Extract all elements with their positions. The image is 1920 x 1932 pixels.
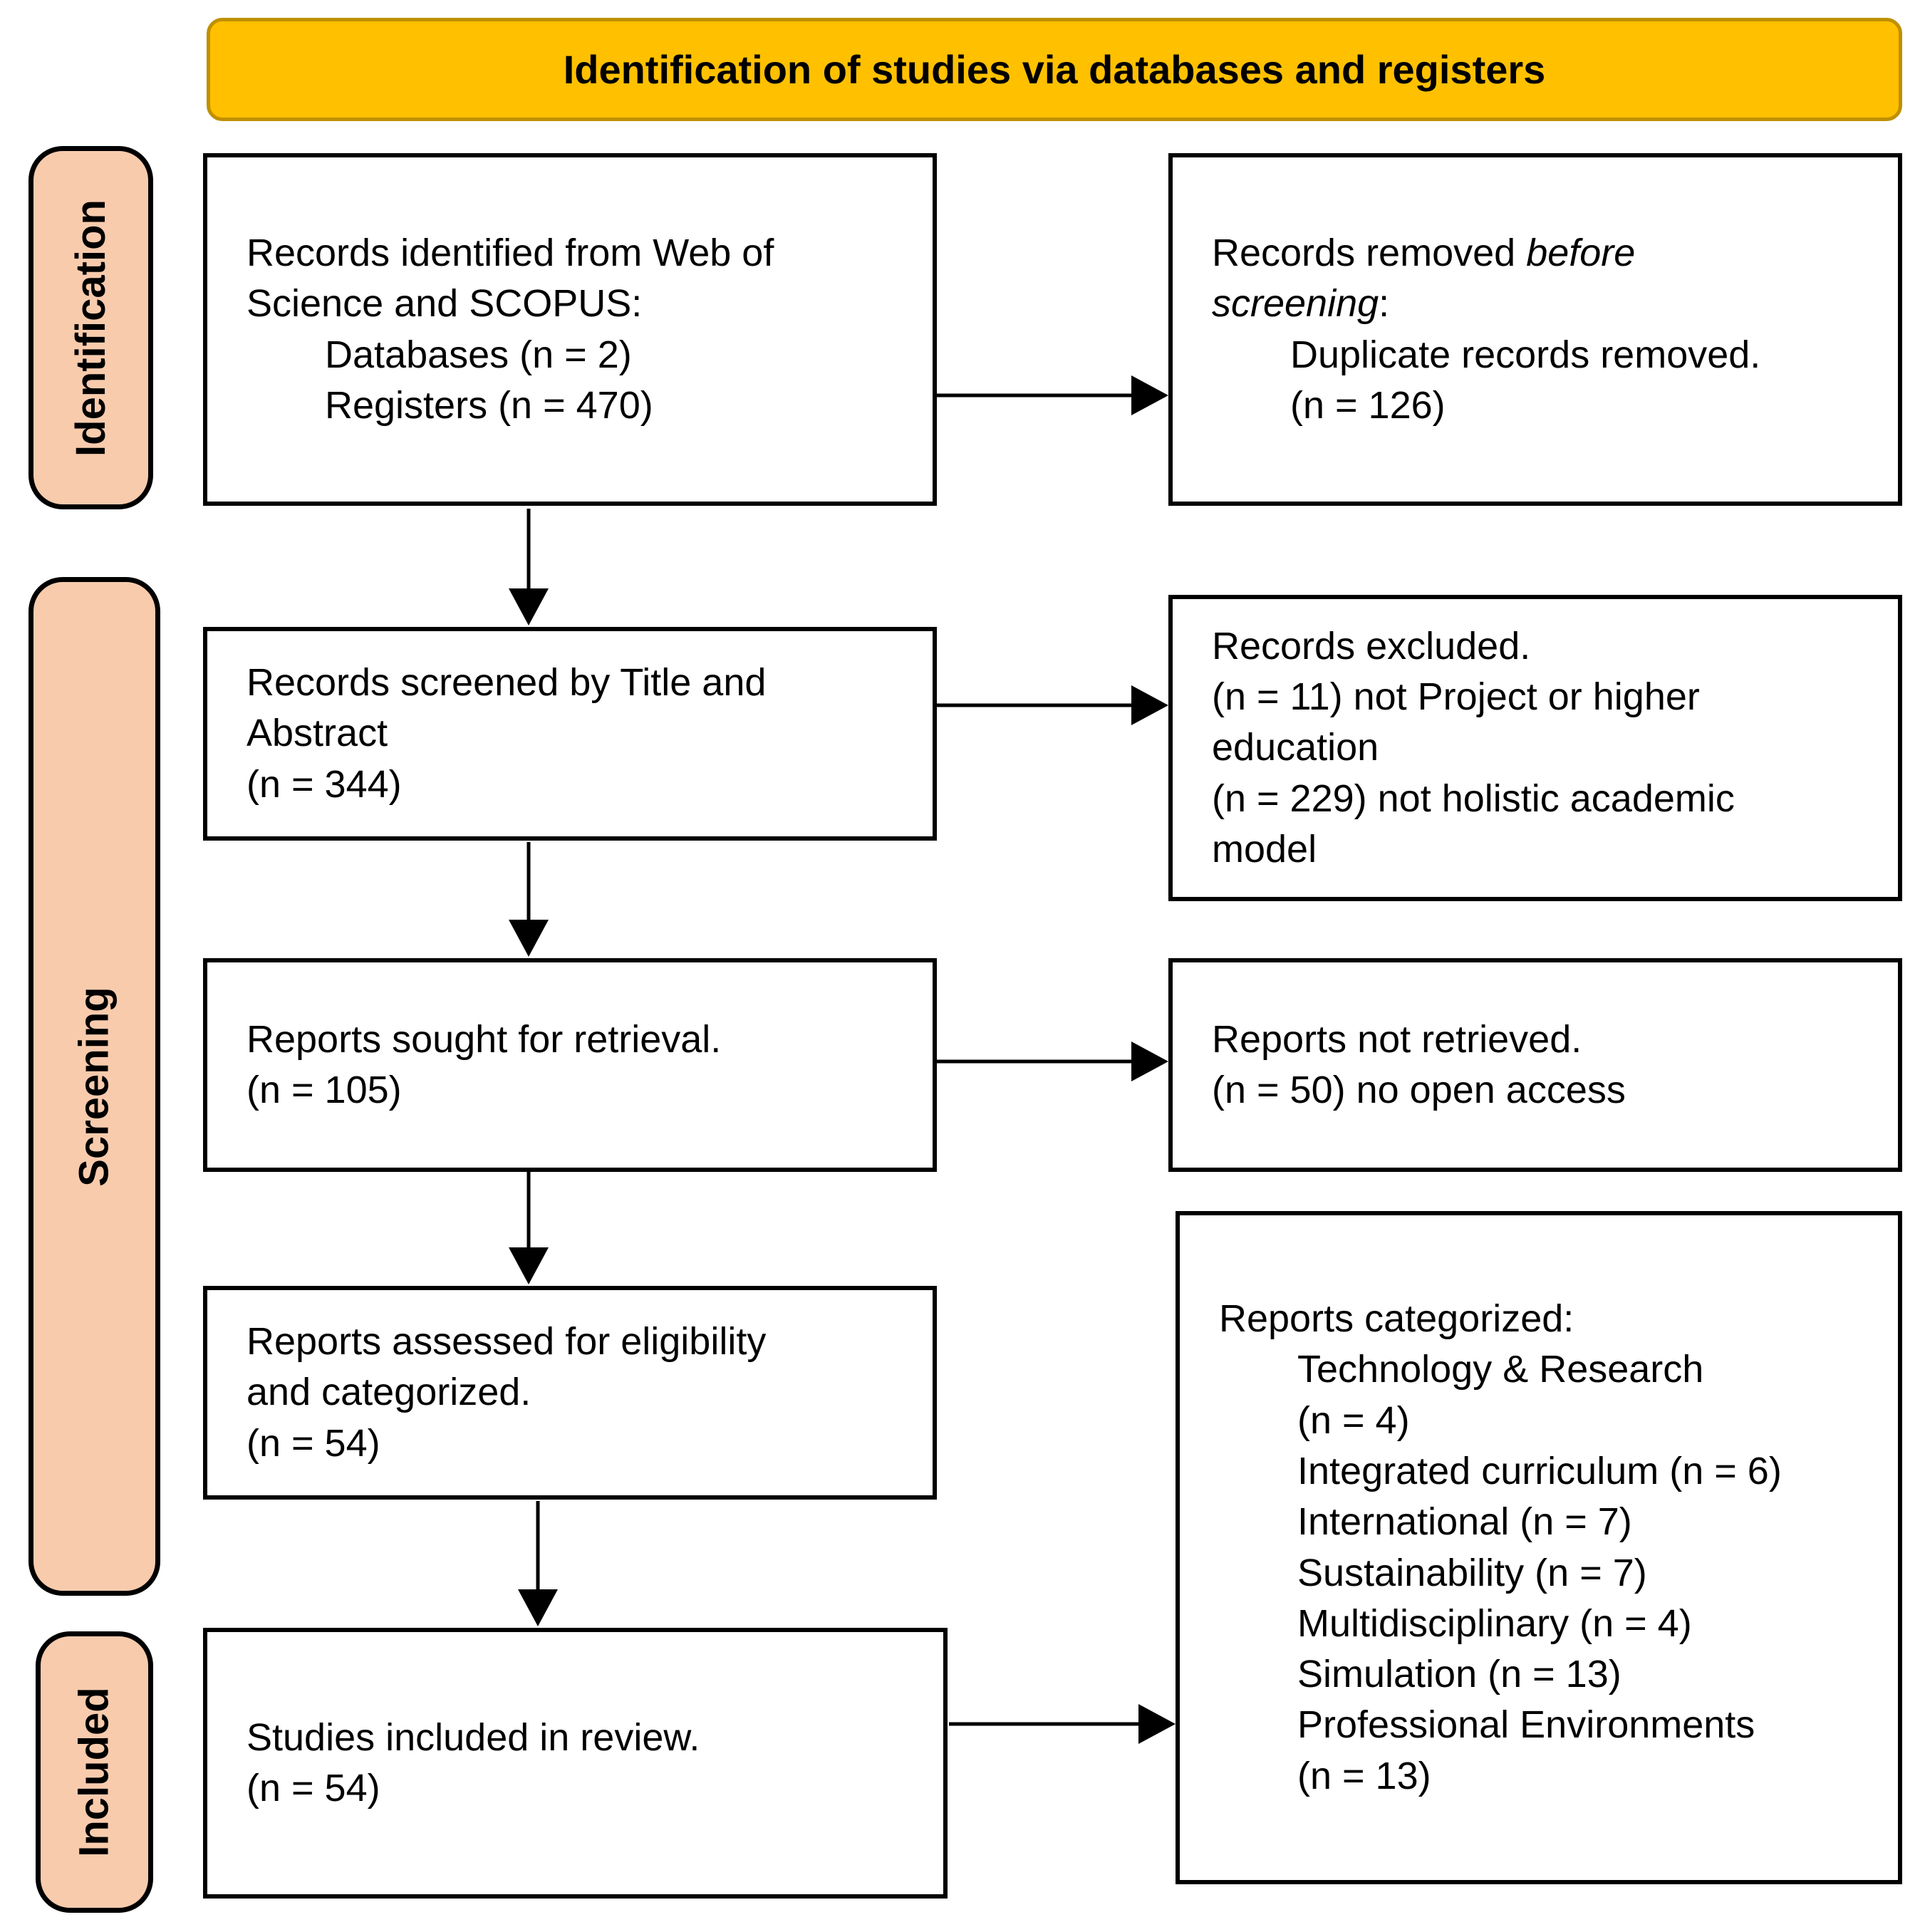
arrow-sought-to-assessed [509,1170,549,1284]
box-line: Records excluded. [1212,624,1531,668]
stage-label-included: Included [36,1631,153,1913]
box-line: Records identified from Web of [247,231,774,274]
box-line: Reports categorized: [1219,1297,1574,1341]
box-line-text: Records removed [1212,231,1527,274]
box-studies-included: Studies included in review. (n = 54) [203,1628,948,1899]
box-line: Registers (n = 470) [325,383,653,427]
header-title: Identification of studies via databases … [563,47,1546,92]
box-line: (n = 229) not holistic academic [1212,777,1735,820]
box-line-text-italic: screening [1212,282,1379,326]
box-reports-sought: Reports sought for retrieval. (n = 105) [203,958,937,1172]
stage-label-screening-text: Screening [71,986,118,1187]
arrow-sought-to-notretrieved [937,1042,1168,1081]
box-line: (n = 344) [247,762,402,806]
stage-label-screening: Screening [28,577,160,1596]
box-line: (n = 50) no open access [1212,1069,1626,1111]
arrow-identified-to-screened [509,509,549,625]
box-line: Multidisciplinary (n = 4) [1297,1601,1692,1645]
box-records-identified: Records identified from Web of Science a… [203,153,937,506]
box-records-screened: Records screened by Title and Abstract (… [203,627,937,841]
box-line: Professional Environments [1297,1703,1755,1747]
box-reports-categorized: Reports categorized: Technology & Resear… [1176,1211,1902,1884]
box-line: (n = 11) not Project or higher [1212,675,1700,719]
box-line: Records screened by Title and [247,661,767,705]
box-line-text: : [1379,282,1390,326]
box-line: and categorized. [247,1371,531,1414]
box-line: International (n = 7) [1297,1500,1632,1544]
box-line: Reports not retrieved. [1212,1017,1582,1061]
box-line: Duplicate records removed. [1290,333,1761,376]
arrow-screened-to-excluded [937,685,1168,725]
stage-label-identification-text: Identification [68,199,115,457]
box-line: (n = 54) [247,1767,380,1809]
box-line: Simulation (n = 13) [1297,1653,1621,1696]
box-line: Records removed before [1212,228,1877,279]
box-line: Studies included in review. [247,1715,700,1759]
box-line: Databases (n = 2) [325,333,632,376]
arrow-identified-to-removed [937,375,1168,415]
box-line: Integrated curriculum (n = 6) [1297,1449,1782,1492]
box-line: (n = 4) [1297,1398,1410,1442]
arrow-assessed-to-included [518,1501,558,1626]
box-reports-assessed: Reports assessed for eligibility and cat… [203,1286,937,1500]
box-line: education [1212,726,1379,769]
box-line: model [1212,827,1317,871]
header-banner: Identification of studies via databases … [207,18,1902,121]
stage-label-identification: Identification [28,146,153,509]
arrow-screened-to-sought [509,842,549,957]
arrow-included-to-categorized [949,1704,1176,1744]
box-line: Reports assessed for eligibility [247,1320,767,1364]
box-records-removed: Records removed before screening: Duplic… [1168,153,1902,506]
box-line-text-italic: before [1526,231,1636,274]
box-records-excluded: Records excluded. (n = 11) not Project o… [1168,595,1902,901]
box-line: (n = 54) [247,1421,380,1465]
box-line: Science and SCOPUS: [247,282,643,326]
stage-label-included-text: Included [71,1687,118,1857]
box-line: (n = 126) [1290,383,1446,427]
box-line: (n = 105) [247,1069,402,1111]
box-line: (n = 13) [1297,1754,1431,1797]
box-line: Sustainability (n = 7) [1297,1551,1647,1594]
box-line: screening: [1212,279,1877,329]
box-reports-not-retrieved: Reports not retrieved. (n = 50) no open … [1168,958,1902,1172]
box-line: Abstract [247,712,388,755]
box-line: Reports sought for retrieval. [247,1017,722,1061]
box-line: Technology & Research [1297,1348,1704,1391]
